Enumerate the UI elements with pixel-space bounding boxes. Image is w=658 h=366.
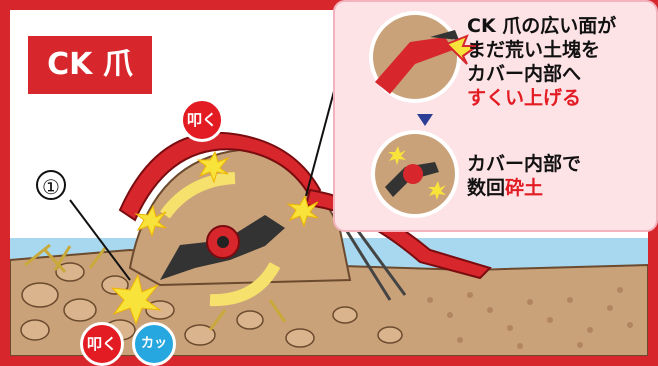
hub-detail bbox=[403, 164, 423, 184]
step1-emphasis: すくい上げる bbox=[467, 86, 616, 110]
cut-badge: カット bbox=[132, 322, 176, 366]
page-title: CK 爪 bbox=[28, 36, 152, 94]
hit-badge: 叩く bbox=[80, 322, 124, 366]
step1-line: まだ荒い土塊を bbox=[467, 38, 616, 62]
rotor-axle bbox=[217, 236, 229, 248]
hit-badge: 叩く bbox=[180, 98, 224, 142]
step2-line: カバー内部で bbox=[467, 152, 581, 176]
step1-line: カバー内部へ bbox=[467, 62, 616, 86]
step1-line: CK 爪の広い面が bbox=[467, 14, 616, 38]
explanation-panel: CK 爪の広い面が まだ荒い土塊を カバー内部へ すくい上げる カバー内部で 数… bbox=[333, 0, 658, 232]
step1-text: CK 爪の広い面が まだ荒い土塊を カバー内部へ すくい上げる bbox=[467, 14, 616, 110]
marker-one: ① bbox=[36, 170, 66, 200]
step2-prefix: 数回 bbox=[467, 177, 505, 199]
step2-line: 数回砕土 bbox=[467, 176, 581, 200]
step2-emphasis: 砕土 bbox=[505, 177, 543, 199]
step2-text: カバー内部で 数回砕土 bbox=[467, 152, 581, 200]
step-arrow bbox=[417, 114, 433, 126]
